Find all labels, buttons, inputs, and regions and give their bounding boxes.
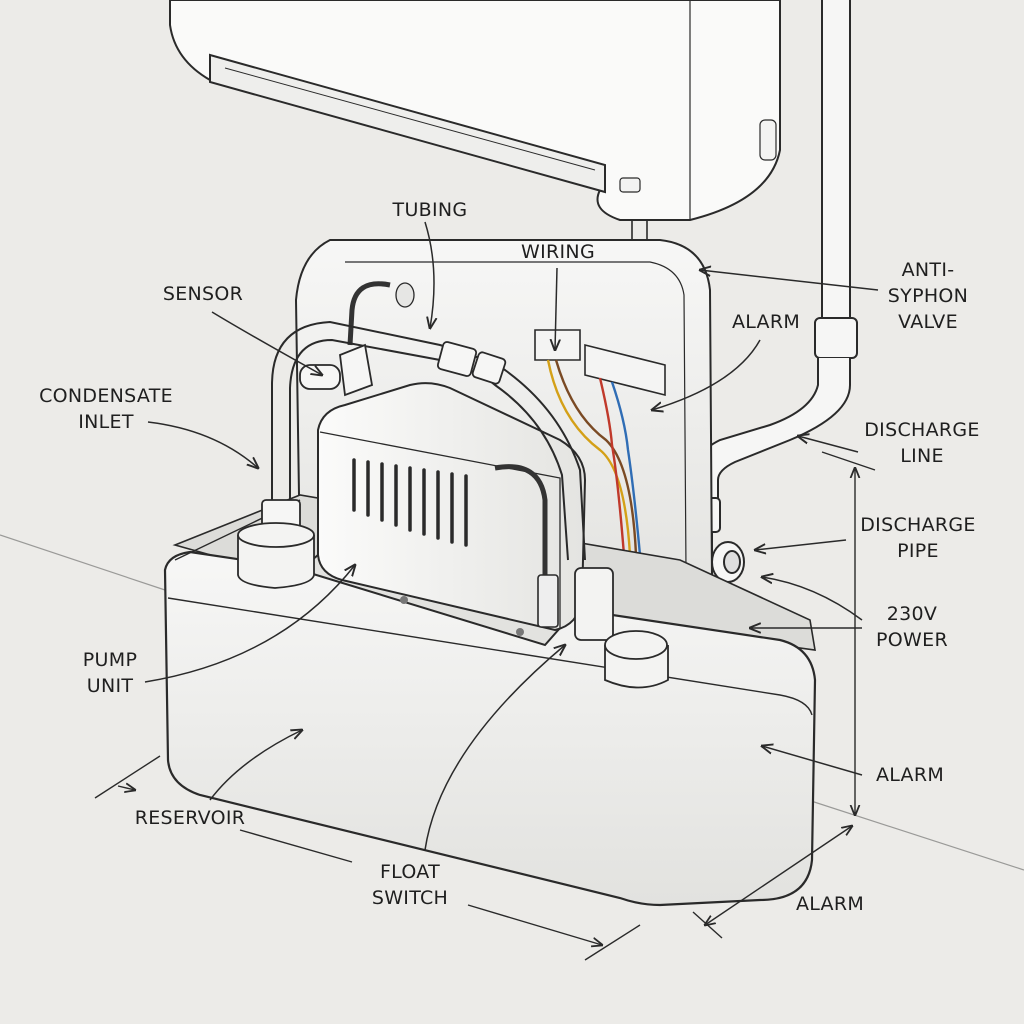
mount-screw-right bbox=[516, 628, 524, 636]
label-alarm-mid: ALARM bbox=[876, 764, 944, 786]
depth-dim-arrow bbox=[117, 786, 135, 790]
depth-dimension-right bbox=[705, 826, 852, 925]
label-alarm-top: ALARM bbox=[732, 311, 800, 333]
depth-dim-tick-right bbox=[692, 911, 723, 939]
label-condensate-inlet-1: CONDENSATE bbox=[39, 385, 173, 407]
pump-vents bbox=[352, 458, 468, 547]
label-anti-syphon-1: ANTI- bbox=[902, 259, 955, 281]
label-tubing: TUBING bbox=[392, 199, 468, 221]
floor-line-left bbox=[0, 534, 166, 591]
label-discharge-line-1: DISCHARGE bbox=[864, 419, 979, 441]
housing-inner-edge bbox=[345, 261, 687, 571]
anti-syphon-leader bbox=[700, 270, 879, 291]
reservoir-leader bbox=[209, 730, 302, 801]
alarm-mid-leader bbox=[762, 746, 863, 776]
label-discharge-pipe-1: DISCHARGE bbox=[860, 514, 975, 536]
label-reservoir: RESERVOIR bbox=[135, 807, 246, 829]
pump-unit-leader bbox=[144, 565, 355, 683]
discharge-pipe-leader bbox=[755, 539, 847, 550]
width-dim-left bbox=[239, 829, 353, 863]
height-dim-tick-top bbox=[821, 451, 876, 471]
mount-screw-left bbox=[400, 596, 408, 604]
sensor-leader bbox=[211, 311, 322, 375]
condensate-inlet-leader bbox=[147, 421, 258, 468]
depth-dim-tick bbox=[94, 755, 161, 799]
indoor-ac-unit bbox=[169, 0, 781, 221]
label-alarm-bottom: ALARM bbox=[796, 893, 864, 915]
label-power-2: POWER bbox=[876, 629, 948, 651]
alarm-top-leader bbox=[652, 339, 761, 410]
wiring-leader bbox=[555, 267, 557, 350]
reservoir-lid-seam bbox=[167, 597, 813, 716]
colored-wires bbox=[546, 359, 642, 556]
label-discharge-line-2: LINE bbox=[900, 445, 944, 467]
label-wiring: WIRING bbox=[521, 241, 595, 263]
sensor-cable bbox=[347, 281, 391, 346]
width-dim-tick bbox=[584, 924, 641, 961]
label-discharge-pipe-2: PIPE bbox=[897, 540, 939, 562]
label-float-switch-1: FLOAT bbox=[380, 861, 440, 883]
mounting-hole bbox=[395, 282, 415, 308]
label-condensate-inlet-2: INLET bbox=[78, 411, 134, 433]
float-switch-leader bbox=[424, 645, 565, 851]
leader-lines bbox=[144, 221, 879, 851]
dimension-lines bbox=[94, 451, 876, 961]
discharge-line-leader bbox=[798, 436, 859, 453]
label-anti-syphon-3: VALVE bbox=[898, 311, 958, 333]
label-pump-unit-2: UNIT bbox=[87, 675, 134, 697]
tubing-leader bbox=[424, 221, 434, 328]
label-sensor: SENSOR bbox=[163, 283, 243, 305]
pump-cable-plug bbox=[537, 574, 559, 628]
width-dim-right bbox=[467, 904, 602, 945]
label-anti-syphon-2: SYPHON bbox=[888, 285, 968, 307]
label-power-1: 230V bbox=[887, 603, 937, 625]
pump-cable bbox=[494, 464, 548, 580]
inlet-chamber bbox=[237, 522, 315, 589]
float-switch-body bbox=[574, 567, 669, 689]
label-pump-unit-1: PUMP bbox=[83, 649, 137, 671]
floor-line-right bbox=[807, 799, 1024, 871]
label-float-switch-2: SWITCH bbox=[372, 887, 448, 909]
